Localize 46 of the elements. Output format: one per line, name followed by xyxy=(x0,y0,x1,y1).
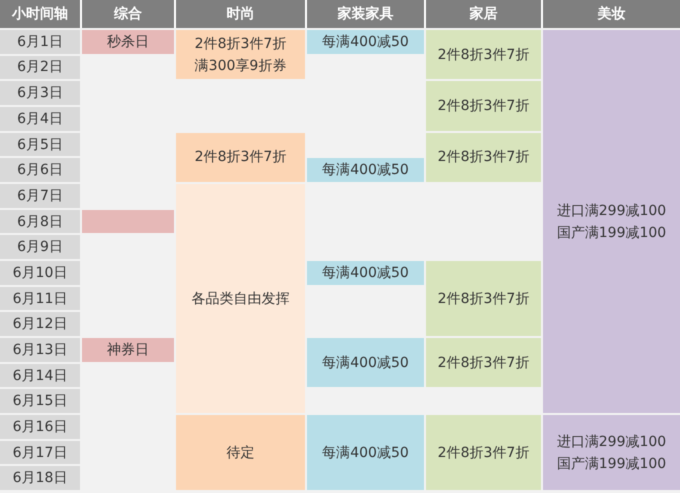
event-cell: 秒杀日 xyxy=(82,30,174,54)
date-cell: 6月16日 xyxy=(0,415,80,439)
promo-text: 进口满299减100 xyxy=(556,202,666,221)
date-cell: 6月4日 xyxy=(0,107,80,131)
promo-cell: 2件8折3件7折 xyxy=(176,132,305,182)
promo-cell: 每满400减50 xyxy=(307,338,424,388)
promo-text: 国产满199减100 xyxy=(556,454,666,474)
event-cell: 神券日 xyxy=(82,338,174,362)
date-cell: 6月6日 xyxy=(0,158,80,182)
promo-text: 2件8折3件7折 xyxy=(194,34,286,54)
promo-cell: 待定 xyxy=(176,415,305,490)
date-cell: 6月9日 xyxy=(0,235,80,260)
date-cell: 6月18日 xyxy=(0,466,80,490)
date-cell: 6月7日 xyxy=(0,184,80,208)
promo-text: 满300享9折券 xyxy=(194,56,286,76)
date-cell: 6月8日 xyxy=(0,210,80,234)
column-header: 家装家具 xyxy=(307,0,424,28)
date-cell: 6月14日 xyxy=(0,364,80,388)
date-cell: 6月11日 xyxy=(0,286,80,310)
column-header: 家居 xyxy=(426,0,541,28)
promo-cell: 2件8折3件7折 xyxy=(426,261,541,336)
promo-cell: 2件8折3件7折 xyxy=(426,30,541,80)
date-cell: 6月10日 xyxy=(0,261,80,285)
date-cell: 6月17日 xyxy=(0,440,80,464)
date-cell: 6月3日 xyxy=(0,81,80,105)
promo-cell: 每满400减50 xyxy=(307,261,424,285)
column-header: 美妆 xyxy=(543,0,680,28)
date-cell: 6月1日 xyxy=(0,30,80,54)
promo-text: 进口满299减100 xyxy=(556,432,666,452)
column-header: 小时间轴 xyxy=(0,0,80,28)
date-cell: 6月15日 xyxy=(0,389,80,414)
column-header: 综合 xyxy=(82,0,174,28)
promo-cell: 2件8折3件7折 xyxy=(426,132,541,182)
promo-cell: 2件8折3件7折 xyxy=(426,338,541,388)
promo-text: 国产满199减100 xyxy=(556,224,666,243)
date-cell: 6月12日 xyxy=(0,312,80,336)
promo-cell: 2件8折3件7折 xyxy=(426,81,541,131)
promo-cell: 每满400减50 xyxy=(307,415,424,490)
column-header: 时尚 xyxy=(176,0,305,28)
promo-cell: 每满400减50 xyxy=(307,158,424,182)
date-cell: 6月13日 xyxy=(0,338,80,362)
promo-cell: 每满400减50 xyxy=(307,30,424,54)
date-cell: 6月5日 xyxy=(0,132,80,156)
promo-cell: 2件8折3件7折 xyxy=(426,415,541,490)
date-cell: 6月2日 xyxy=(0,56,80,80)
promo-cell: 各品类自由发挥 xyxy=(176,184,305,414)
